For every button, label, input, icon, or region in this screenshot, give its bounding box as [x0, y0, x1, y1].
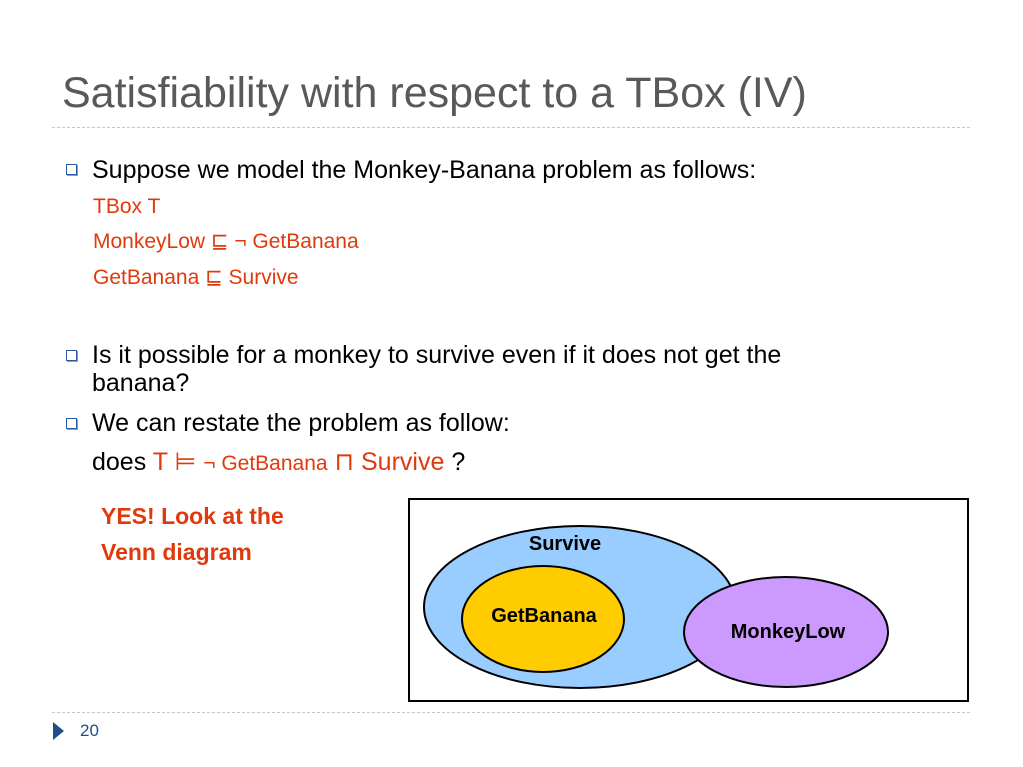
bullet-3-text: We can restate the problem as follow: [92, 409, 510, 437]
tbox-axiom-1: MonkeyLow ⊑ ¬ GetBanana [93, 230, 359, 253]
page-number: 20 [80, 721, 99, 740]
footer-divider [52, 712, 970, 713]
bullet-square-icon [66, 164, 77, 175]
bullet-square-icon [66, 350, 77, 361]
query-formula: ¬ GetBanana [203, 452, 328, 475]
survive-label: Survive [529, 533, 601, 555]
bullet-square-icon [66, 418, 77, 429]
answer-line-1: YES! Look at the [101, 503, 284, 529]
bullet-2-text-line-2: banana? [92, 369, 190, 397]
slide-title: Satisfiability with respect to a TBox (I… [62, 69, 807, 117]
query-t-symbol: T ⊨ [152, 448, 197, 476]
answer-line-2: Venn diagram [101, 539, 252, 565]
tbox-heading: TBox T [93, 195, 161, 218]
bullet-1-text: Suppose we model the Monkey-Banana probl… [92, 156, 757, 184]
query-conjunction: ⊓ Survive [334, 448, 445, 476]
query-line: does T ⊨ ¬ GetBanana ⊓ Survive ? [92, 450, 465, 475]
nav-arrow-icon [53, 722, 64, 740]
getbanana-label: GetBanana [491, 605, 597, 627]
query-prefix: does [92, 448, 147, 476]
monkeylow-set [683, 576, 889, 688]
monkeylow-label: MonkeyLow [731, 621, 846, 643]
getbanana-set [461, 565, 625, 673]
title-divider [52, 127, 970, 128]
query-suffix: ? [451, 448, 466, 476]
bullet-2-text-line-1: Is it possible for a monkey to survive e… [92, 341, 782, 369]
tbox-axiom-2: GetBanana ⊑ Survive [93, 266, 299, 289]
